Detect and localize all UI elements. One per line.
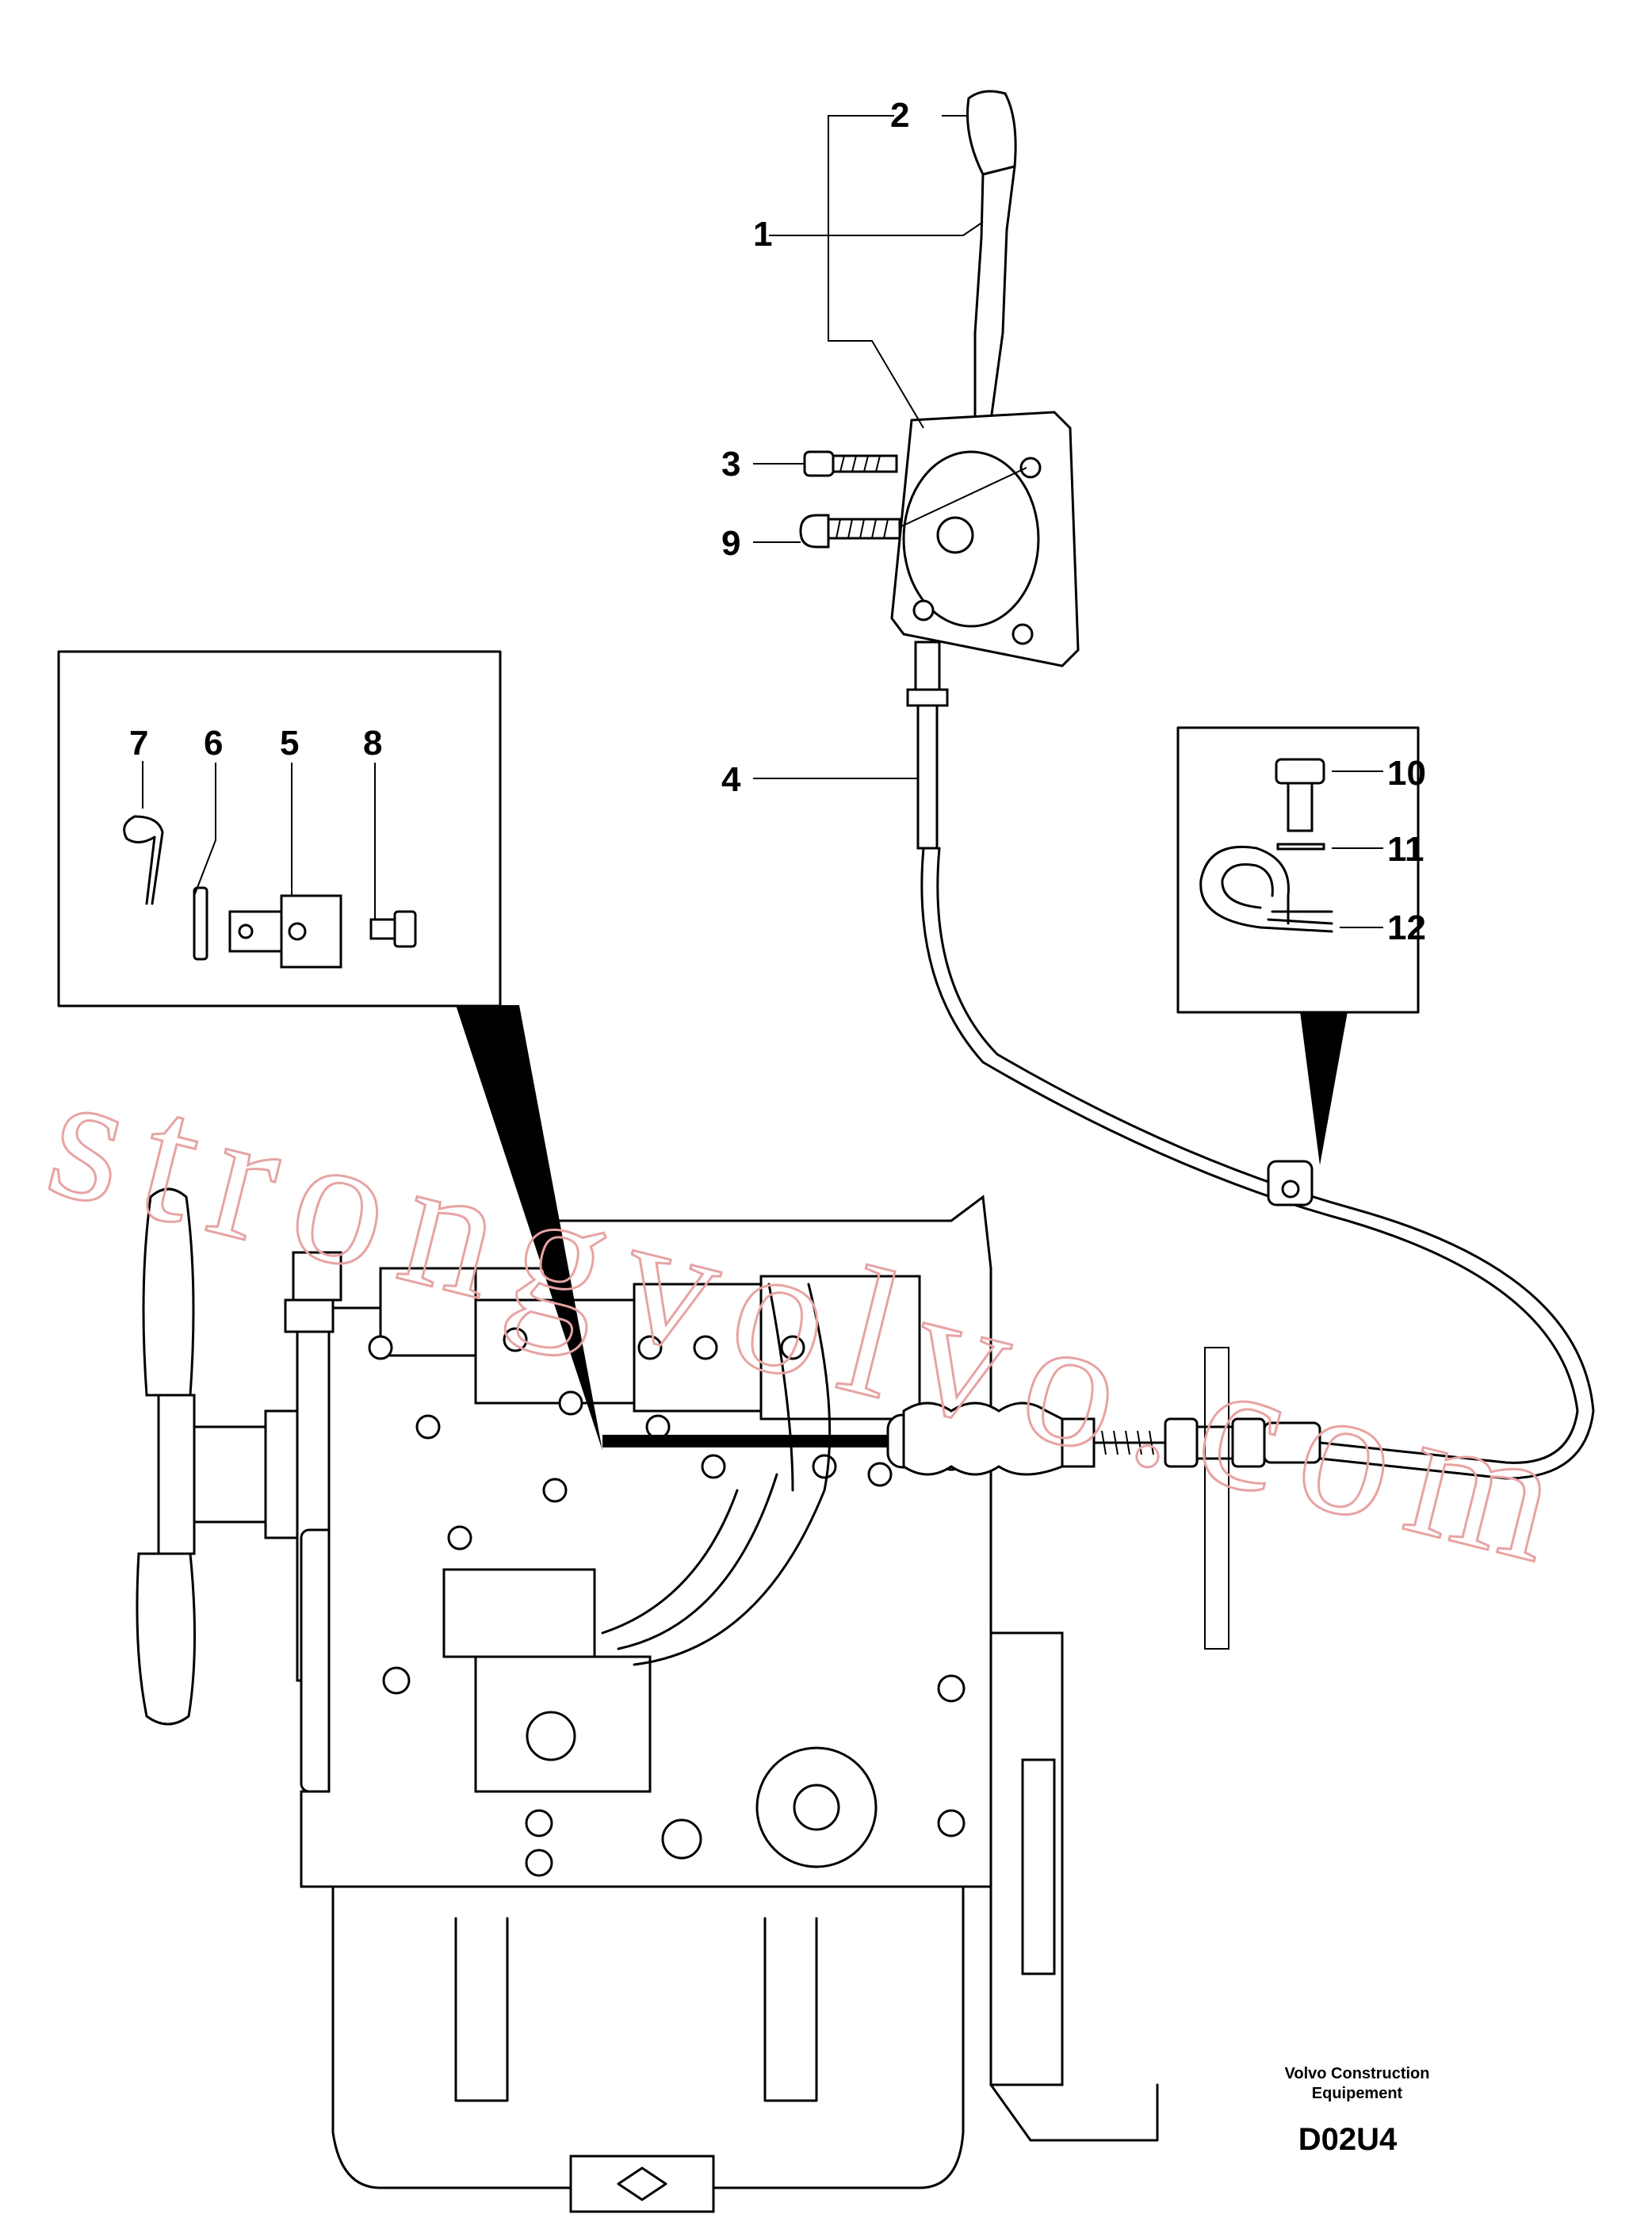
detail-pointer-right [1300,1011,1348,1165]
callout-5: 5 [280,724,299,763]
detail-box-left [57,650,602,1451]
throttle-cable [920,847,1579,1464]
callout-4: 4 [721,760,741,799]
credit-line-2: Equipement [1312,2085,1403,2102]
connector [228,894,342,969]
callout-11: 11 [1387,830,1424,869]
detail-pointer-left [456,1005,602,1451]
pin [193,886,208,961]
oil-pan [331,1885,965,2189]
engine-assembly [136,1187,1321,2213]
small-screw [369,910,417,948]
callout-labels: 1 2 3 4 5 6 7 8 9 10 11 12 [129,96,1426,947]
throttle-cable-sleeve [916,704,939,850]
cable-end-thread [914,640,941,699]
throttle-rod [602,1435,888,1447]
hose-clamp-12 [1199,845,1333,933]
lever-knob [966,90,1017,176]
callout-1: 1 [753,215,772,254]
detail-box-right [1176,726,1420,1165]
callout-3: 3 [721,445,740,484]
callout-9: 9 [721,524,740,563]
mounting-bracket [1204,1347,1229,1650]
screw-3 [803,450,898,477]
callout-8: 8 [363,724,382,763]
cotter-pin [123,815,164,905]
callout-6: 6 [204,724,223,763]
leader-lines [753,115,1027,779]
lever-arm [973,165,1016,422]
bolt-10 [1275,758,1325,832]
washer-11 [1276,843,1325,851]
hand-throttle-lever [890,90,1595,1480]
callout-12: 12 [1387,908,1426,947]
screw-9 [799,514,901,549]
credit-line-1: Volvo Construction [1285,2065,1430,2082]
drawing-code: D02U4 [1298,2122,1398,2157]
callout-7: 7 [129,724,148,763]
callout-2: 2 [890,96,909,135]
injection-pump-top [442,1568,596,1658]
callout-10: 10 [1387,754,1426,793]
